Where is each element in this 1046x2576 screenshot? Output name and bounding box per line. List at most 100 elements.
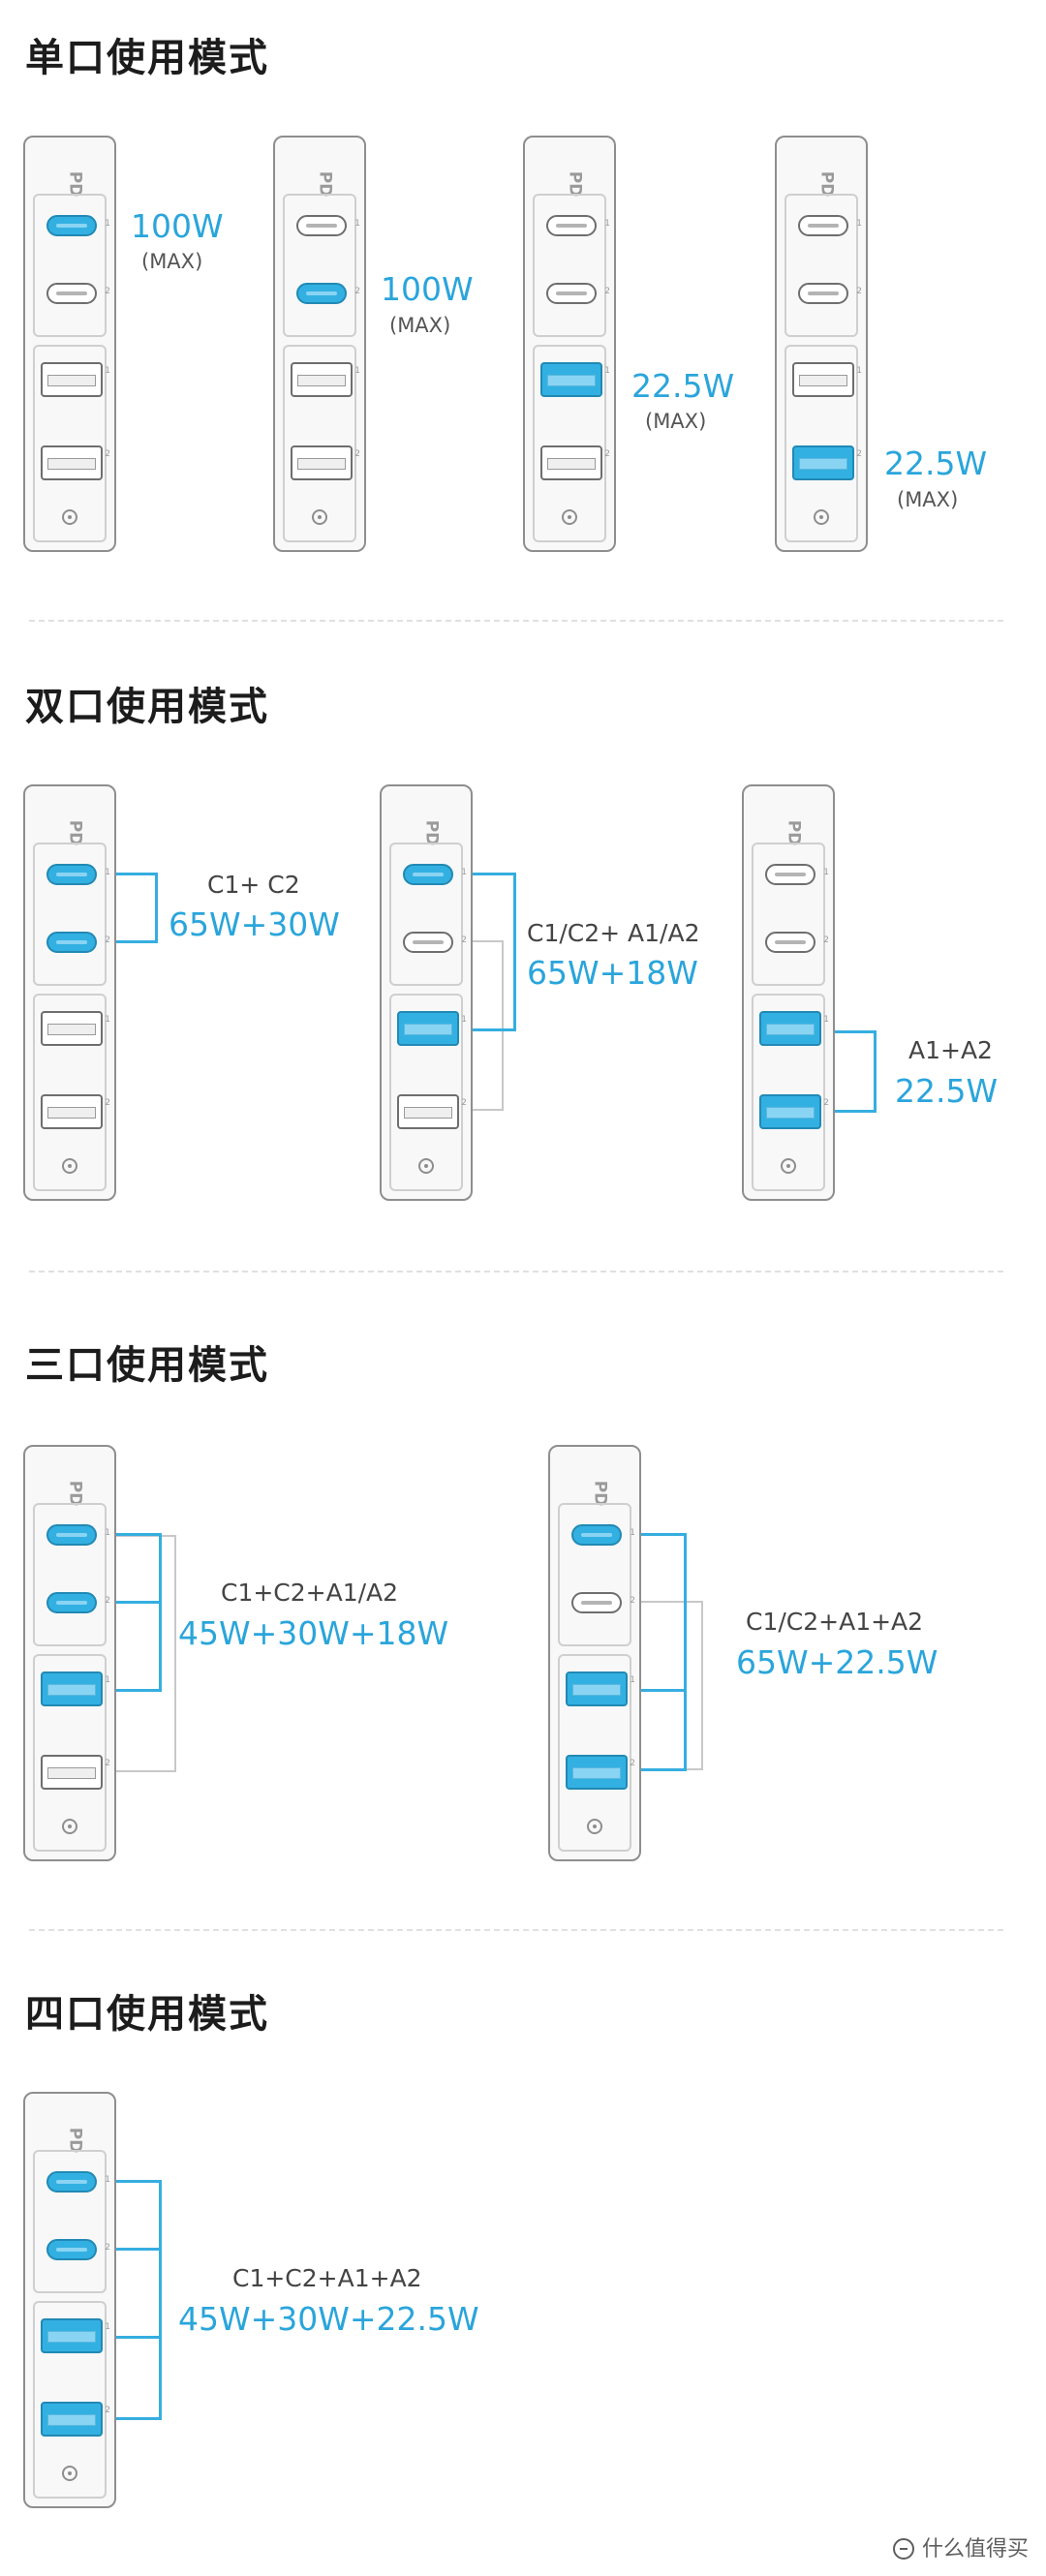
usb-a1-port	[41, 1011, 103, 1046]
usb-c1-port	[765, 864, 815, 885]
usb-a2-port	[291, 445, 353, 480]
usb-a-group	[33, 2301, 107, 2499]
connector-line	[701, 1601, 703, 1770]
usb-a2-port	[41, 2402, 103, 2437]
usb-c-group	[533, 194, 606, 337]
indicator-light-icon	[62, 2466, 77, 2481]
port-number-label: 2	[856, 449, 862, 459]
connector-line	[159, 2180, 162, 2420]
charger-dual-c1c2: PD 1 2 1 2	[23, 784, 116, 1201]
connector-line	[116, 2248, 161, 2251]
connector-line	[513, 873, 516, 1031]
port-number-label: 1	[105, 219, 110, 229]
usb-c2-port	[403, 932, 453, 953]
usb-c-group	[389, 843, 463, 986]
usb-c1-port	[296, 215, 347, 236]
usb-c2-port	[765, 932, 815, 953]
usb-a-group	[33, 345, 107, 542]
port-number-label: 2	[105, 2406, 110, 2415]
port-number-label: 1	[856, 366, 862, 376]
port-number-label: 1	[630, 1675, 635, 1685]
watermark: 什么值得买	[892, 2531, 1029, 2562]
connector-line	[835, 1030, 876, 1033]
usb-c2-port	[46, 283, 97, 304]
port-number-label: 2	[604, 449, 610, 459]
connector-line	[684, 1533, 687, 1771]
output-power: 65W+30W	[169, 905, 340, 943]
section-title-dual-port: 双口使用模式	[25, 685, 269, 729]
port-number-label: 1	[604, 219, 610, 229]
usb-c1-port	[403, 864, 453, 885]
connector-line	[116, 1535, 176, 1537]
usb-c-group	[283, 194, 356, 337]
port-number-label: 1	[354, 366, 360, 376]
charger-single-c2: PD 1 2 1 2	[273, 136, 366, 552]
usb-c1-port	[798, 215, 848, 236]
port-number-label: 2	[461, 935, 467, 945]
max-label: (MAX)	[389, 314, 451, 337]
usb-a2-port	[792, 445, 854, 480]
usb-c1-port	[46, 864, 97, 885]
output-power: 45W+30W+18W	[178, 1614, 449, 1652]
section-divider	[29, 620, 1003, 622]
port-number-label: 2	[823, 935, 829, 945]
port-number-label: 2	[105, 1596, 110, 1606]
usb-a1-port	[759, 1011, 821, 1046]
port-number-label: 2	[105, 935, 110, 945]
section-title-quad-port: 四口使用模式	[25, 1992, 269, 2037]
port-number-label: 1	[630, 1528, 635, 1538]
indicator-light-icon	[562, 509, 577, 525]
port-number-label: 2	[630, 1759, 635, 1768]
usb-a-group	[784, 345, 858, 542]
usb-a2-port	[566, 1755, 628, 1790]
usb-c2-port	[296, 283, 347, 304]
usb-c-group	[33, 843, 107, 986]
port-combo-label: C1+ C2	[207, 871, 300, 899]
connector-line	[116, 2180, 161, 2183]
usb-a1-port	[792, 362, 854, 397]
port-number-label: 1	[105, 2175, 110, 2185]
connector-line	[684, 1768, 703, 1770]
indicator-light-icon	[62, 1158, 77, 1174]
port-number-label: 2	[354, 287, 360, 296]
charger-single-a1: PD 1 2 1 2	[523, 136, 616, 552]
usb-a1-port	[540, 362, 602, 397]
port-number-label: 1	[105, 2322, 110, 2332]
connector-line	[835, 1110, 876, 1113]
connector-line	[473, 873, 515, 875]
indicator-light-icon	[814, 509, 829, 525]
connector-line	[116, 1601, 161, 1604]
port-combo-label: C1/C2+A1+A2	[746, 1608, 924, 1636]
connector-line	[473, 1109, 504, 1111]
connector-line	[116, 2417, 161, 2420]
usb-a2-port	[759, 1094, 821, 1129]
usb-a1-port	[291, 362, 353, 397]
usb-c1-port	[571, 1524, 622, 1546]
port-combo-label: A1+A2	[908, 1036, 993, 1064]
usb-c2-port	[798, 283, 848, 304]
output-power: 65W+18W	[527, 954, 698, 992]
usb-a1-port	[566, 1671, 628, 1706]
port-number-label: 2	[105, 1759, 110, 1768]
usb-c-group	[752, 843, 825, 986]
port-number-label: 2	[105, 287, 110, 296]
port-number-label: 2	[856, 287, 862, 296]
section-divider	[29, 1271, 1003, 1273]
usb-c1-port	[546, 215, 597, 236]
indicator-light-icon	[418, 1158, 434, 1174]
output-power: 45W+30W+22.5W	[178, 2300, 479, 2338]
indicator-light-icon	[62, 509, 77, 525]
port-number-label: 1	[604, 366, 610, 376]
connector-line	[641, 1689, 686, 1692]
usb-a-group	[752, 994, 825, 1191]
connector-line	[116, 940, 157, 943]
usb-a2-port	[41, 1755, 103, 1790]
connector-line	[155, 873, 158, 943]
usb-a1-port	[41, 2318, 103, 2353]
port-number-label: 2	[105, 449, 110, 459]
section-divider	[29, 1929, 1003, 1931]
connector-line	[641, 1768, 686, 1771]
connector-line	[473, 1028, 515, 1031]
port-number-label: 2	[105, 1098, 110, 1108]
usb-a-group	[33, 1654, 107, 1852]
